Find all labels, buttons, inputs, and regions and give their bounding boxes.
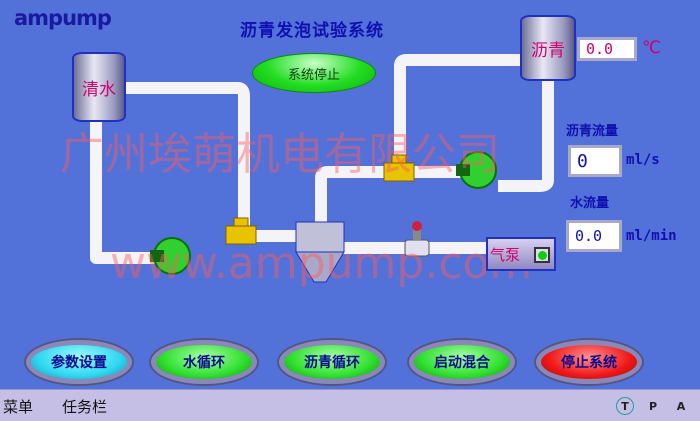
water-flow-label: 水流量: [570, 196, 610, 211]
asphalt-flow-unit: ml/s: [626, 152, 660, 168]
water-valve: [225, 217, 257, 245]
asphalt-flow-label: 沥青流量: [566, 124, 619, 139]
asphalt-tank: 沥青: [520, 15, 576, 81]
menu-button[interactable]: 菜单: [3, 398, 34, 416]
air-pump-led-icon: [534, 247, 550, 263]
system-status-indicator: 系统停止: [252, 53, 376, 93]
asphalt-pump: [456, 151, 497, 189]
start-mixing-button[interactable]: 启动混合: [409, 340, 515, 384]
indicator-a[interactable]: A: [676, 399, 686, 413]
watermark-company: 广州埃萌机电有限公司: [60, 129, 500, 180]
temp-unit: ℃: [642, 38, 662, 58]
flowmeter: [404, 221, 430, 257]
air-pump: 气泵: [486, 237, 556, 271]
pipe-water-bottom: [90, 120, 160, 264]
water-circulation-button[interactable]: 水循环: [151, 340, 257, 384]
indicator-t[interactable]: T: [616, 397, 634, 415]
water-pump: [150, 237, 191, 275]
taskbar: 菜单 任务栏 T P A: [0, 389, 700, 421]
pipe-asphalt-supply: [315, 166, 462, 228]
air-pump-label: 气泵: [490, 245, 521, 264]
water-flow-field[interactable]: 0.0: [566, 220, 622, 252]
process-diagram: [90, 54, 554, 283]
stop-system-button[interactable]: 停止系统: [536, 340, 642, 384]
pipe-asphalt-return: [394, 54, 528, 172]
asphalt-temp-field[interactable]: 0.0: [577, 37, 637, 61]
pipe-water-top: [120, 82, 300, 242]
asphalt-circulation-button[interactable]: 沥青循环: [279, 340, 385, 384]
water-tank: 清水: [72, 52, 126, 122]
watermark-url: www.ampump.com: [110, 238, 533, 289]
asphalt-valve: [383, 154, 415, 182]
pipe-asphalt-tank-out: [498, 78, 554, 192]
asphalt-flow-field[interactable]: 0: [568, 145, 622, 177]
water-flow-unit: ml/min: [626, 228, 677, 244]
mixer-cone: [295, 221, 345, 283]
indicator-p[interactable]: P: [648, 399, 658, 413]
logo: ampump: [14, 6, 112, 30]
taskbar-button[interactable]: 任务栏: [62, 398, 108, 416]
page-title: 沥青发泡试验系统: [240, 21, 384, 41]
params-settings-button[interactable]: 参数设置: [26, 340, 132, 384]
